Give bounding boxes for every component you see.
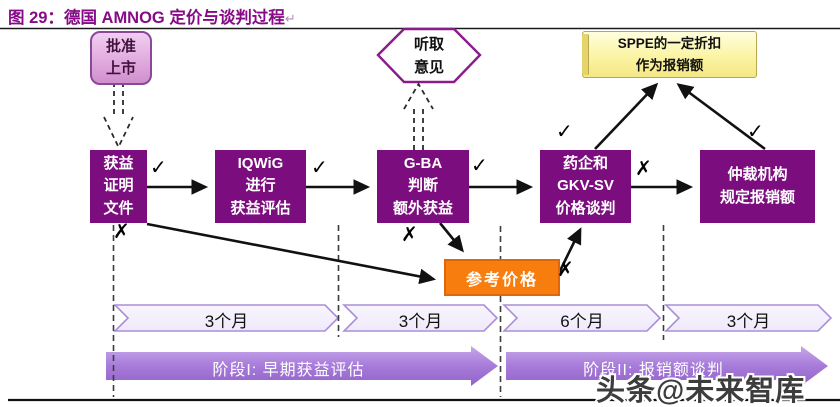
phase2-label: 阶段II: 报销额谈判 — [583, 362, 724, 379]
check-mark-5: ✓ — [747, 119, 764, 143]
phase1-arrow-shape — [106, 346, 498, 386]
note-scroll-curl — [582, 34, 589, 75]
chevron-2 — [342, 304, 499, 332]
node-gba: G-BA 判断 额外获益 — [377, 150, 469, 223]
cross-mark-3: ✗ — [635, 156, 652, 180]
figure-title: 图 29：德国 AMNOG 定价与谈判过程↵ — [8, 4, 296, 28]
check-mark-4: ✓ — [556, 119, 573, 143]
node-pharma-gkv: 药企和 GKV-SV 价格谈判 — [540, 150, 631, 223]
cross-mark-1: ✗ — [113, 219, 130, 243]
return-mark: ↵ — [284, 11, 296, 26]
check-mark-3: ✓ — [471, 153, 488, 177]
timeline-period-2: 3个月 — [398, 311, 443, 331]
phase1-label: 阶段I: 早期获益评估 — [212, 362, 365, 379]
timeline-period-3: 6个月 — [560, 311, 604, 331]
phase2-arrow-shape — [506, 346, 828, 386]
watermark: 头条@未来智库 — [596, 375, 806, 407]
hearing-hexagon-shape — [376, 27, 482, 84]
figure-label: 图 29： — [8, 9, 64, 27]
node-benefit-docs: 获益 证明 文件 — [90, 150, 147, 223]
dashed-arrow-approval-down — [103, 82, 134, 150]
cross-mark-2: ✗ — [401, 222, 418, 246]
figure-title-text: 德国 AMNOG 定价与谈判过程 — [63, 9, 285, 27]
chevron-4 — [664, 304, 833, 332]
timeline-period-1: 3个月 — [204, 311, 249, 331]
node-reference-price: 参考价格 — [444, 259, 560, 296]
arrow-docs-to-refprice — [146, 222, 437, 285]
node-approval: 批准 上市 — [90, 31, 152, 85]
node-iqwig: IQWiG 进行 获益评估 — [215, 150, 306, 223]
arrow-refprice-to-pharma — [556, 227, 582, 276]
cross-mark-4: ✗ — [557, 257, 574, 281]
node-arbitration: 仲裁机构 规定报销额 — [700, 150, 815, 223]
node-hearing: 听取 意见 — [413, 35, 444, 76]
arrow-arbitration-to-note — [676, 83, 766, 151]
dashed-arrow-gba-up — [403, 82, 434, 150]
check-mark-1: ✓ — [150, 155, 167, 179]
arrow-pharma-to-note — [594, 82, 659, 150]
sppe-note-text: SPPE的一定折扣 作为报销额 — [617, 35, 722, 73]
chevron-3 — [502, 304, 662, 332]
arrow-gba-to-refprice — [438, 222, 464, 253]
chevron-1 — [113, 304, 340, 332]
timeline-period-4: 3个月 — [726, 311, 771, 331]
node-sppe-note: SPPE的一定折扣 作为报销额 — [582, 31, 757, 78]
check-mark-2: ✓ — [311, 155, 328, 179]
